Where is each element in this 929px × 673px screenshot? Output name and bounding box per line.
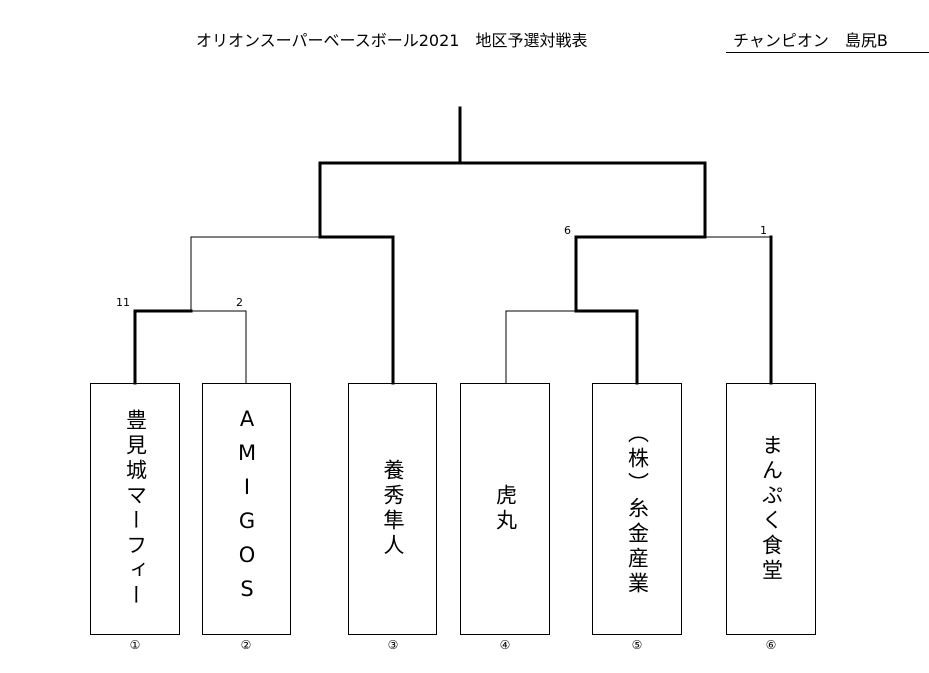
team-box-6: まんぷく食堂 [726,383,816,635]
bracket-line-itokane [574,309,639,385]
team-name: 虎丸 [493,484,518,534]
bracket-line-amigos [190,310,247,384]
score-semifinal-right: 1 [760,224,767,237]
bracket-line-semi-left-loser [190,236,321,312]
seed-4: ④ [499,638,511,652]
bracket-line-semi-left [318,161,462,239]
champion-underline [726,52,929,53]
team-name: AMIGOS [235,407,259,611]
team-box-3: 養秀隼人 [348,383,437,635]
team-box-1: 豊見城マーフィー [90,383,180,635]
seed-5: ⑤ [631,638,643,652]
bracket-line-semi-right-winner [574,235,707,313]
score-semifinal-left: 6 [564,224,571,237]
bracket-line-tomigusuku [133,309,193,385]
champion-label: チャンピオン 島尻B [733,31,888,50]
score-match1-team1: 11 [116,296,130,309]
team-name: 豊見城マーフィー [123,409,148,609]
score-match1-team2: 2 [236,296,243,309]
team-box-2: AMIGOS [202,383,291,635]
bracket-line-final-right [458,161,707,239]
team-name: 養秀隼人 [381,459,405,559]
seed-6: ⑥ [765,638,777,652]
team-name: （株）糸金産業 [625,421,650,597]
bracket-line-yoshu [318,235,395,385]
seed-1: ① [129,638,141,652]
page-title: オリオンスーパーベースボール2021 地区予選対戦表 [196,31,588,50]
team-box-4: 虎丸 [460,383,550,635]
bracket-line-toramaru [505,310,577,384]
team-name: まんぷく食堂 [759,434,784,584]
team-box-5: （株）糸金産業 [592,383,682,635]
seed-3: ③ [387,638,399,652]
seed-2: ② [240,638,252,652]
